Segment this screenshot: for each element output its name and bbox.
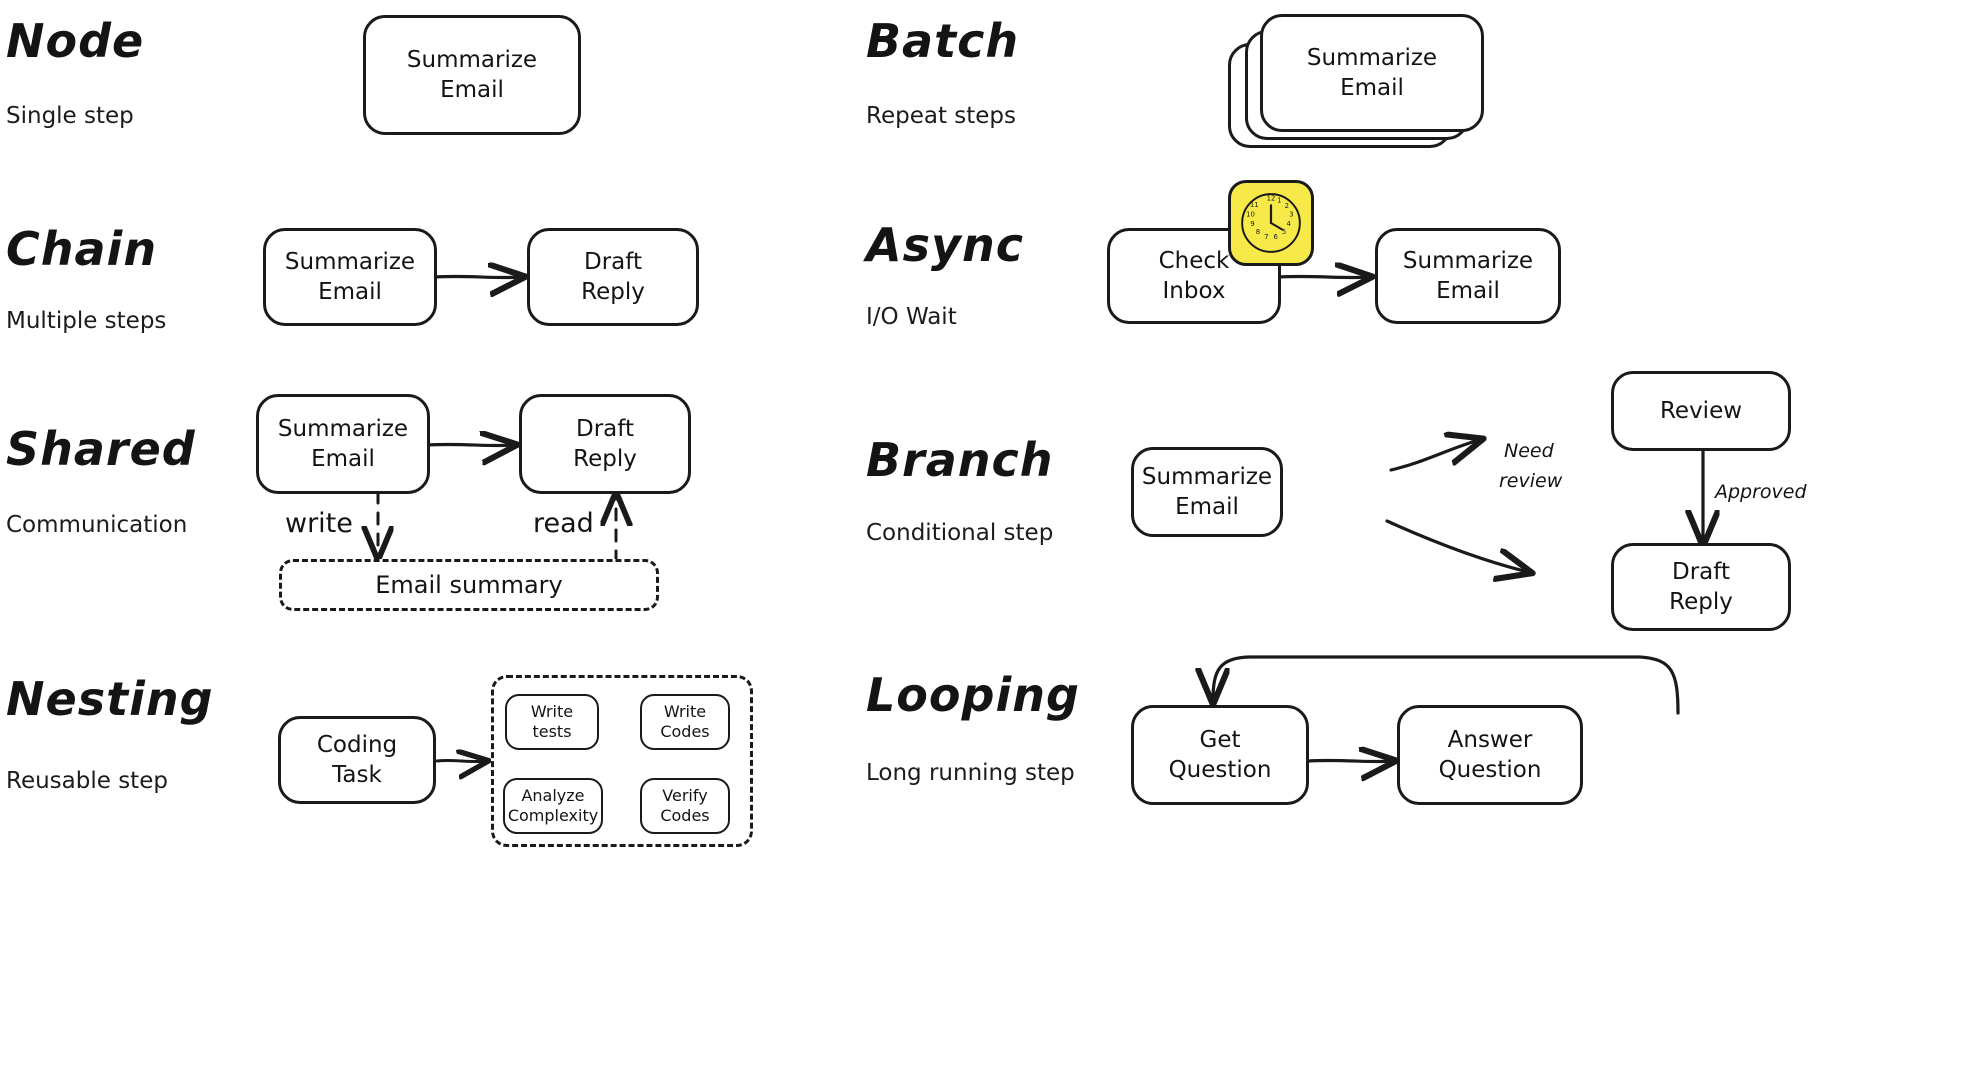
pattern-title-node: Node	[6, 14, 145, 68]
async-arrow	[1277, 276, 1368, 277]
pattern-subtitle-shared: Communication	[6, 512, 188, 538]
pattern-title-batch: Batch	[866, 14, 1020, 68]
chain-box-summarize-email[interactable]: Summarize Email	[263, 228, 437, 326]
pattern-title-nesting: Nesting	[6, 672, 214, 726]
pattern-subtitle-batch: Repeat steps	[866, 103, 1017, 129]
branch-box-summarize-email[interactable]: Summarize Email	[1131, 447, 1283, 537]
svg-text:4: 4	[1286, 220, 1290, 228]
pattern-title-chain: Chain	[6, 222, 158, 276]
looping-box-get-question[interactable]: Get Question	[1131, 705, 1309, 805]
svg-text:3: 3	[1289, 210, 1293, 218]
svg-text:9: 9	[1250, 220, 1254, 228]
nesting-box-write-tests[interactable]: Write tests	[505, 694, 599, 750]
shared-box-summarize-email[interactable]: Summarize Email	[256, 394, 430, 494]
nesting-box-verify-codes[interactable]: Verify Codes	[640, 778, 730, 834]
pattern-title-shared: Shared	[6, 422, 196, 476]
looping-box-answer-question[interactable]: Answer Question	[1397, 705, 1583, 805]
shared-arrow	[426, 444, 513, 445]
chain-arrow	[433, 276, 521, 277]
pattern-subtitle-looping: Long running step	[866, 760, 1075, 786]
svg-text:10: 10	[1246, 210, 1255, 218]
pattern-subtitle-branch: Conditional step	[866, 520, 1054, 546]
batch-box-summarize-email[interactable]: Summarize Email	[1260, 14, 1484, 132]
svg-text:12: 12	[1267, 195, 1276, 203]
edge-label-approved: Approved	[1715, 481, 1807, 503]
pattern-title-branch: Branch	[866, 433, 1054, 487]
chain-box-draft-reply[interactable]: Draft Reply	[527, 228, 699, 326]
edge-label-write: write	[285, 508, 353, 539]
nesting-box-coding-task[interactable]: Coding Task	[278, 716, 436, 804]
svg-text:8: 8	[1256, 228, 1260, 236]
pattern-subtitle-chain: Multiple steps	[6, 308, 167, 334]
branch-review-arrow	[1389, 440, 1479, 472]
svg-text:2: 2	[1285, 202, 1289, 210]
nesting-box-write-codes[interactable]: Write Codes	[640, 694, 730, 750]
svg-text:7: 7	[1264, 233, 1268, 241]
pattern-subtitle-async: I/O Wait	[866, 304, 957, 330]
edge-label-need-review-line1: Need	[1504, 440, 1554, 462]
branch-draft-arrow	[1385, 519, 1528, 572]
looping-forward-arrow	[1306, 760, 1392, 761]
pattern-title-async: Async	[866, 218, 1024, 272]
branch-box-draft-reply[interactable]: Draft Reply	[1611, 543, 1791, 631]
pattern-subtitle-node: Single step	[6, 103, 134, 129]
async-box-summarize-email[interactable]: Summarize Email	[1375, 228, 1561, 324]
svg-text:11: 11	[1250, 201, 1259, 209]
svg-text:1: 1	[1277, 197, 1281, 205]
edge-label-read: read	[533, 508, 594, 539]
pattern-title-looping: Looping	[866, 668, 1080, 722]
svg-text:6: 6	[1273, 233, 1277, 241]
nesting-box-analyze-complexity[interactable]: Analyze Complexity	[503, 778, 603, 834]
svg-text:5: 5	[1282, 228, 1286, 236]
pattern-subtitle-nesting: Reusable step	[6, 768, 168, 794]
edge-label-need-review-line2: review	[1499, 470, 1563, 492]
shared-box-draft-reply[interactable]: Draft Reply	[519, 394, 691, 494]
nesting-entry-arrow	[435, 760, 486, 761]
node-box-summarize-email[interactable]: Summarize Email	[363, 15, 581, 135]
shared-store-email-summary[interactable]: Email summary	[279, 559, 659, 611]
branch-box-review[interactable]: Review	[1611, 371, 1791, 451]
